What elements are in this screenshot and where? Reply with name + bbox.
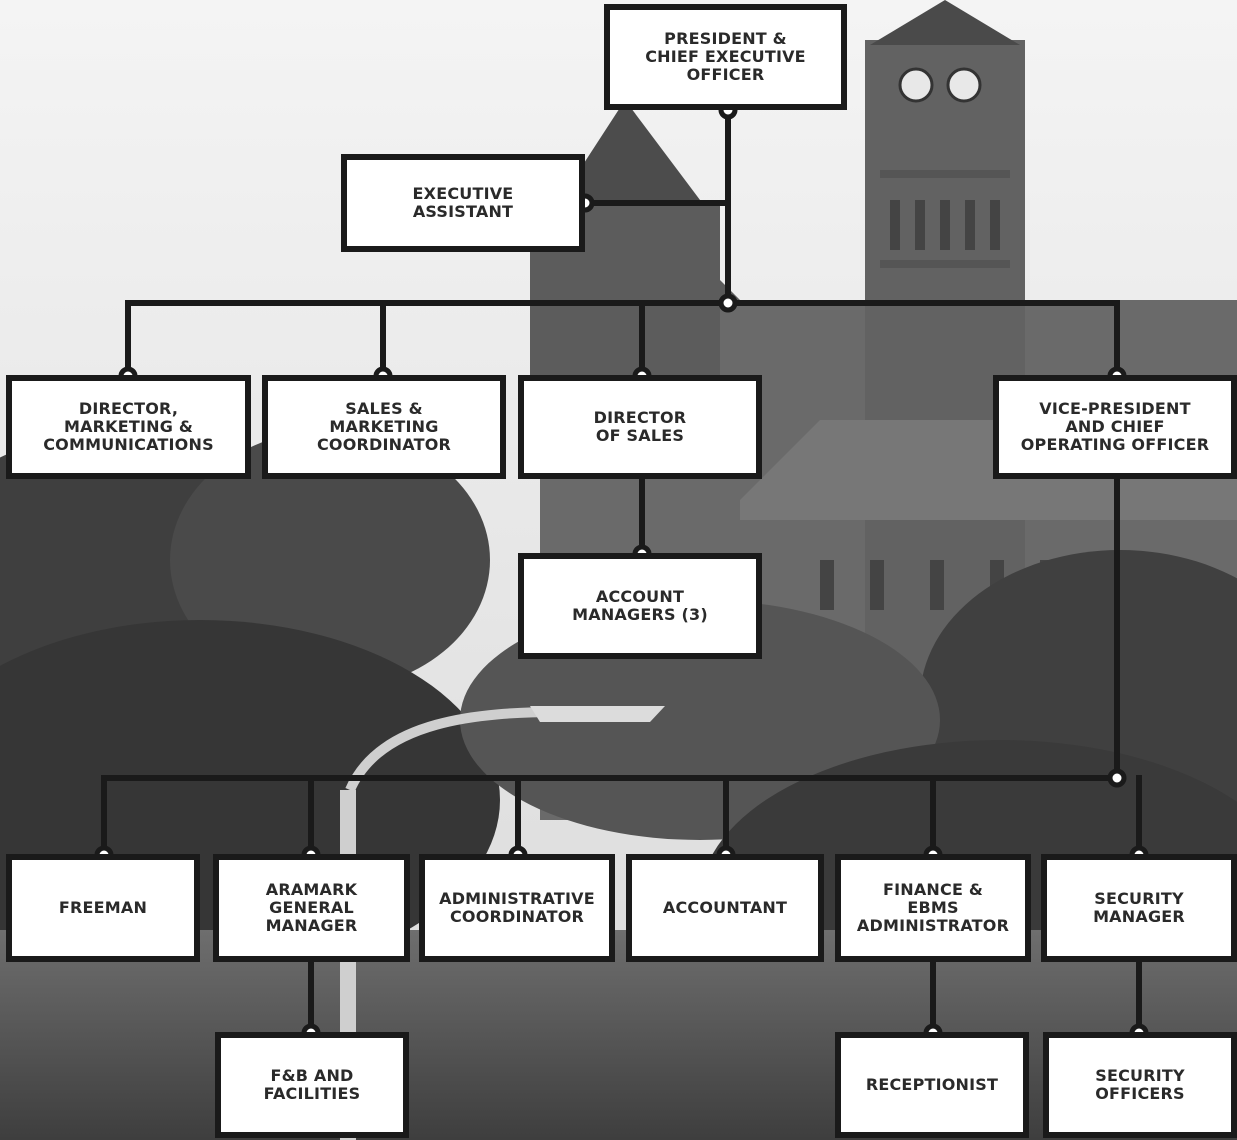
box-fb-facilities: F&B AND FACILITIES — [215, 1032, 409, 1138]
box-security-officers: SECURITY OFFICERS — [1043, 1032, 1237, 1138]
box-freeman: FREEMAN — [6, 854, 200, 962]
label-aramark-gm: ARAMARK GENERAL MANAGER — [265, 880, 358, 935]
box-administrative-coordinator: ADMINISTRATIVE COORDINATOR — [419, 854, 615, 962]
label-freeman: FREEMAN — [58, 898, 148, 917]
label-director-marketing: DIRECTOR, MARKETING & COMMUNICATIONS — [43, 399, 214, 454]
label-accountant: ACCOUNTANT — [662, 898, 788, 917]
label-receptionist: RECEPTIONIST — [865, 1075, 999, 1094]
box-security-manager: SECURITY MANAGER — [1041, 854, 1237, 962]
box-vp-coo: VICE-PRESIDENT AND CHIEF OPERATING OFFIC… — [993, 375, 1237, 479]
label-administrative-coordinator: ADMINISTRATIVE COORDINATOR — [439, 889, 595, 926]
junction-dot-vp-coo — [1107, 768, 1127, 788]
label-account-managers: ACCOUNT MANAGERS (3) — [572, 587, 708, 624]
label-security-officers: SECURITY OFFICERS — [1095, 1066, 1185, 1103]
box-aramark-gm: ARAMARK GENERAL MANAGER — [213, 854, 410, 962]
label-executive-assistant: EXECUTIVE ASSISTANT — [412, 184, 514, 221]
box-accountant: ACCOUNTANT — [626, 854, 824, 962]
label-president-ceo: PRESIDENT & CHIEF EXECUTIVE OFFICER — [645, 29, 806, 84]
box-account-managers: ACCOUNT MANAGERS (3) — [518, 553, 762, 659]
label-finance-ebms: FINANCE & EBMS ADMINISTRATOR — [856, 880, 1010, 935]
label-vp-coo: VICE-PRESIDENT AND CHIEF OPERATING OFFIC… — [1020, 399, 1210, 454]
box-executive-assistant: EXECUTIVE ASSISTANT — [341, 154, 585, 252]
box-sales-marketing-coordinator: SALES & MARKETING COORDINATOR — [262, 375, 506, 479]
box-receptionist: RECEPTIONIST — [835, 1032, 1029, 1138]
label-fb-facilities: F&B AND FACILITIES — [263, 1066, 361, 1103]
label-sales-marketing-coordinator: SALES & MARKETING COORDINATOR — [316, 399, 452, 454]
box-president-ceo: PRESIDENT & CHIEF EXECUTIVE OFFICER — [604, 4, 847, 110]
junction-dot-ceo — [718, 293, 738, 313]
box-finance-ebms: FINANCE & EBMS ADMINISTRATOR — [835, 854, 1031, 962]
label-security-manager: SECURITY MANAGER — [1093, 889, 1185, 926]
label-director-of-sales: DIRECTOR OF SALES — [593, 408, 687, 445]
box-director-of-sales: DIRECTOR OF SALES — [518, 375, 762, 479]
box-director-marketing: DIRECTOR, MARKETING & COMMUNICATIONS — [6, 375, 251, 479]
